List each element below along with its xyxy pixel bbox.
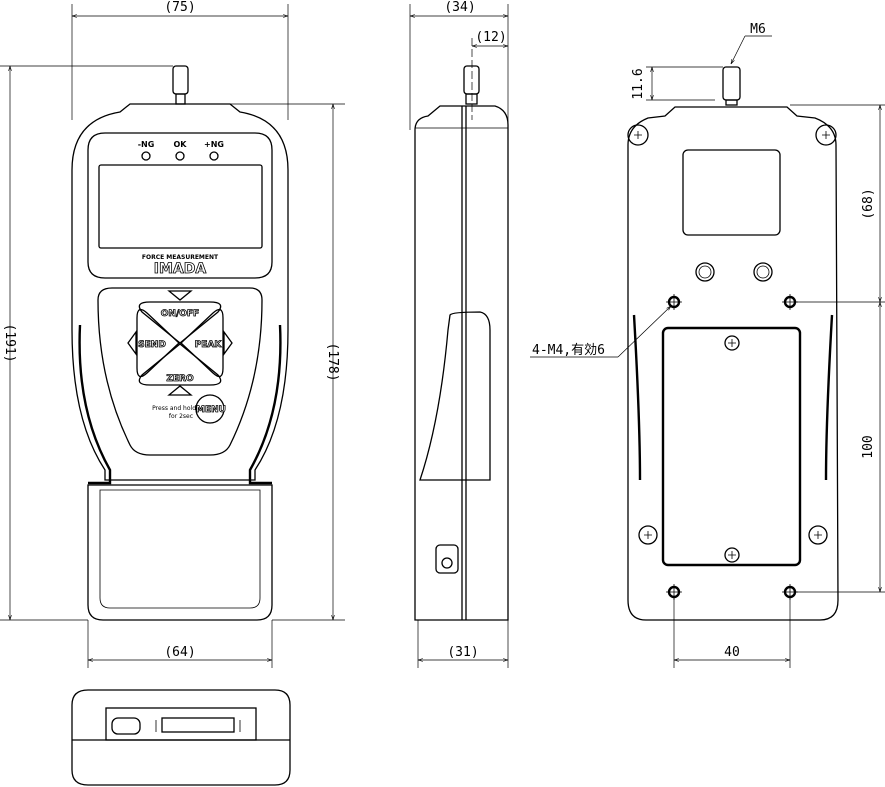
peak-key[interactable] [180,308,224,378]
menu-key[interactable] [195,394,225,424]
dim-bottom-depth: (31) [447,645,478,660]
dim-depth: (34) [444,0,475,15]
thread-label: M6 [750,22,766,37]
on-off-key[interactable] [138,301,222,344]
back-view: M6 11.6 4-M4,有効6 (68) 100 40 [530,22,885,668]
arrow-icons [127,290,233,396]
dim-hole-pitch-vertical: 100 [861,435,876,458]
send-key[interactable] [136,308,180,378]
dim-shaft-offset: (12) [475,30,506,45]
led-plus-ng-icon [209,151,219,161]
led-label-ok: OK [174,140,188,149]
side-view: (34) (12) (31) [409,0,509,668]
dim-height: (191) [2,323,17,362]
zero-label: ZERO [166,374,194,384]
brand-tagline: FORCE MEASUREMENT [142,254,219,261]
led-label-minus-ng: -NG [138,140,155,149]
hole-note: 4-M4,有効6 [532,343,605,358]
on-off-label: ON/OFF [161,309,199,319]
send-label: SEND [138,340,166,350]
battery-cover [661,326,802,567]
m4-holes [666,294,798,600]
peak-label: PEAK [195,340,223,350]
led-label-plus-ng: +NG [204,140,224,149]
led-ok-icon [175,151,185,161]
bottom-view [71,689,291,786]
dim-bottom-width: (64) [164,645,195,660]
dim-body-height: (178) [325,342,340,381]
led-minus-ng-icon [141,151,151,161]
menu-hint-1: Press and hold [152,405,196,412]
dim-top-to-holes: (68) [861,188,876,219]
dim-width: (75) [164,0,195,15]
brand-logo: IMADA [154,261,207,277]
dim-shaft-length: 11.6 [631,68,646,99]
menu-label: MENU [196,405,226,415]
menu-hint-2: for 2sec [169,413,193,420]
dim-hole-pitch-horizontal: 40 [724,645,740,660]
front-view: -NG OK +NG FORCE MEASUREMENT IMADA ON/OF… [0,0,345,668]
lcd-display [98,164,263,249]
